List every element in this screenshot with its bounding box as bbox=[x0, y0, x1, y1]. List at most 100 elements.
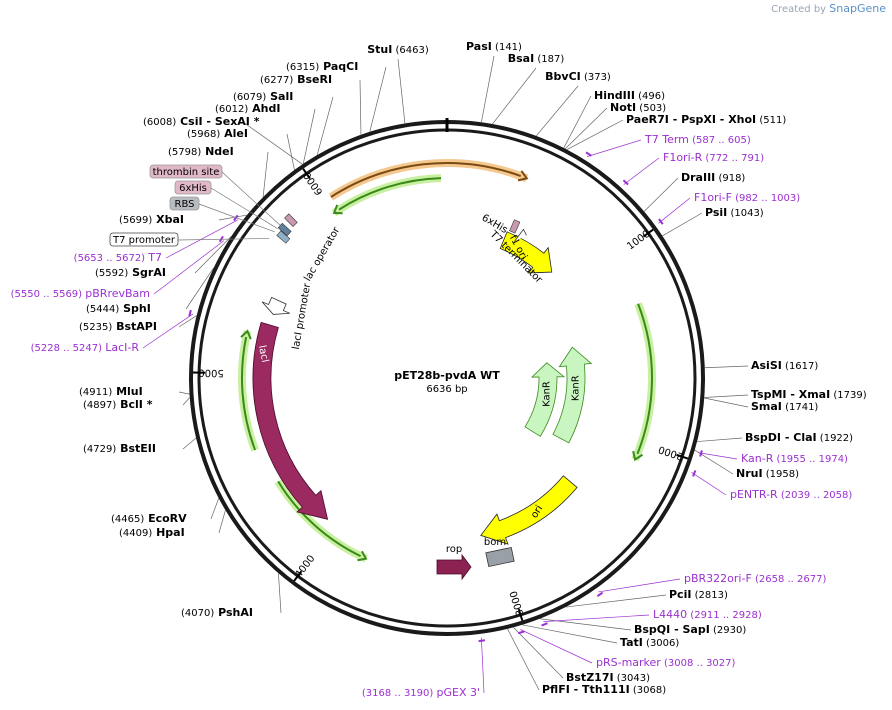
enzyme-site[interactable]: AsiSI (1617) bbox=[704, 359, 819, 372]
enzyme-site[interactable]: DraIII (918) bbox=[643, 171, 745, 212]
enzyme-site[interactable]: (5235) BstAPI bbox=[79, 315, 197, 333]
primer-marker bbox=[541, 622, 548, 627]
enzyme-site[interactable]: (5444) SphI bbox=[86, 267, 215, 315]
primer-label: F1ori-F (982 .. 1003) bbox=[694, 191, 800, 204]
feature-tag[interactable]: thrombin site bbox=[149, 164, 281, 226]
primer-site[interactable]: Kan-R (1955 .. 1974) bbox=[698, 450, 848, 465]
enzyme-site[interactable]: StuI (6463) bbox=[367, 43, 429, 124]
kanR-inner-label: KanR bbox=[542, 381, 553, 407]
primer-label: pBR322ori-F (2658 .. 2677) bbox=[684, 572, 826, 585]
primer-site[interactable]: pBR322ori-F (2658 .. 2677) bbox=[596, 572, 826, 598]
enzyme-site[interactable]: (6079) SalI bbox=[233, 90, 334, 156]
enzyme-site[interactable]: HindIII (496) bbox=[563, 89, 665, 149]
bom-feature[interactable] bbox=[485, 546, 515, 568]
enzyme-label: (5235) BstAPI bbox=[79, 320, 157, 333]
enzyme-leader-line bbox=[194, 235, 232, 274]
enzyme-leader-line bbox=[539, 618, 632, 631]
enzyme-label: StuI (6463) bbox=[367, 43, 429, 56]
primer-site[interactable]: F1ori-R (772 .. 791) bbox=[622, 151, 764, 186]
enzyme-site[interactable]: (4409) HpaI bbox=[119, 510, 226, 539]
enzyme-site[interactable]: (5968) AleI bbox=[187, 127, 295, 170]
enzyme-leader-line bbox=[662, 212, 703, 237]
feature-tag[interactable]: T7 promoter bbox=[109, 232, 270, 247]
kanR-inner-feature[interactable] bbox=[524, 362, 566, 437]
enzyme-label: (6277) BseRI bbox=[260, 73, 332, 86]
rop-feature[interactable] bbox=[436, 553, 472, 581]
enzyme-leader-line bbox=[182, 397, 190, 406]
enzyme-label: (6008) CsiI - SexAI * bbox=[143, 115, 260, 128]
lac-operator-box[interactable] bbox=[276, 230, 291, 244]
enzyme-site[interactable]: TspMI - XmaI (1739) bbox=[704, 388, 867, 401]
enzyme-site[interactable]: (5798) NdeI bbox=[168, 145, 269, 198]
enzyme-site[interactable]: PsiI (1043) bbox=[662, 206, 764, 237]
t7-promoter-box[interactable] bbox=[277, 222, 292, 237]
f1-ori-feature[interactable] bbox=[499, 231, 553, 274]
primer-site[interactable]: F1ori-F (982 .. 1003) bbox=[658, 191, 800, 225]
enzyme-site[interactable]: (4070) PshAI bbox=[181, 573, 282, 619]
primer-leader-line bbox=[165, 219, 239, 259]
primer-site[interactable]: (5228 .. 5247) LacI-R bbox=[31, 309, 194, 354]
enzyme-site[interactable]: PasI (141) bbox=[466, 40, 522, 123]
enzyme-site[interactable]: (4465) EcoRV bbox=[111, 498, 220, 525]
primer-site[interactable]: (5653 .. 5672) T7 bbox=[74, 214, 239, 264]
enzyme-site[interactable]: BbvCI (373) bbox=[535, 70, 611, 137]
orf-left-outer bbox=[277, 480, 362, 558]
rbs-box[interactable] bbox=[284, 213, 298, 227]
enzyme-site[interactable]: (4729) BstEII bbox=[83, 437, 197, 455]
primer-marker bbox=[622, 179, 629, 186]
ori-feature[interactable] bbox=[480, 475, 578, 545]
primer-site[interactable]: pRS-marker (3008 .. 3027) bbox=[517, 629, 736, 669]
enzyme-label: (5798) NdeI bbox=[168, 145, 234, 158]
enzyme-site[interactable]: PaeR7I - PspXI - XhoI (511) bbox=[566, 113, 786, 150]
feature-tag[interactable]: 6xHis bbox=[174, 180, 278, 229]
primer-leader-line bbox=[623, 157, 660, 185]
enzyme-leader-line bbox=[566, 119, 624, 150]
enzyme-site[interactable]: (6008) CsiI - SexAI * bbox=[143, 115, 303, 165]
his-tag-box[interactable] bbox=[509, 219, 521, 234]
enzyme-site[interactable]: BspQI - SapI (2930) bbox=[539, 618, 747, 636]
primer-site[interactable]: (3168 .. 3190) pGEX 3' bbox=[362, 637, 486, 699]
kanR-outer-label: KanR bbox=[571, 375, 582, 401]
enzyme-site[interactable]: (6277) BseRI bbox=[260, 73, 362, 135]
enzyme-leader-line bbox=[697, 437, 743, 442]
lacI-feature[interactable] bbox=[252, 321, 329, 520]
t7-terminator-glyph[interactable] bbox=[514, 228, 527, 242]
enzyme-label: (6012) AhdI bbox=[215, 102, 280, 115]
enzyme-site[interactable]: BspDI - ClaI (1922) bbox=[697, 431, 853, 444]
orf-left-outer-head bbox=[357, 550, 368, 562]
primer-site[interactable]: L4440 (2911 .. 2928) bbox=[541, 608, 762, 627]
enzyme-label: BstZ17I (3043) bbox=[566, 671, 650, 684]
primer-label: F1ori-R (772 .. 791) bbox=[663, 151, 764, 164]
enzyme-site[interactable]: NotI (503) bbox=[565, 101, 666, 149]
enzyme-site[interactable]: SmaI (1741) bbox=[704, 397, 818, 413]
enzyme-site[interactable]: (5699) XbaI bbox=[119, 213, 248, 226]
enzyme-site[interactable]: BstZ17I (3043) bbox=[513, 627, 650, 684]
enzyme-site[interactable]: BsaI (187) bbox=[492, 52, 564, 125]
lacI-label: lacI bbox=[256, 344, 270, 363]
enzyme-site[interactable]: (6315) PaqCI bbox=[286, 60, 387, 132]
lacI-promoter-feature[interactable] bbox=[261, 296, 290, 315]
enzyme-leader-line bbox=[369, 66, 387, 132]
feature-tag-box bbox=[149, 164, 223, 179]
enzyme-site[interactable]: (4897) BclI * bbox=[83, 397, 190, 411]
enzyme-label: (6079) SalI bbox=[233, 90, 293, 103]
enzyme-site[interactable]: PciI (2813) bbox=[565, 588, 728, 608]
orf-top-outer bbox=[330, 162, 522, 198]
enzyme-site[interactable]: TatI (3006) bbox=[522, 624, 679, 649]
orf-top-inner bbox=[338, 177, 442, 211]
primer-site[interactable]: T7 Term (587 .. 605) bbox=[585, 133, 751, 157]
enzyme-leader-line bbox=[513, 627, 564, 679]
enzyme-site[interactable]: (5592) SgrAI bbox=[95, 235, 232, 279]
primer-leader-line bbox=[481, 637, 485, 694]
orf-left-top-head bbox=[240, 329, 252, 340]
primer-site[interactable]: pENTR-R (2039 .. 2058) bbox=[691, 470, 852, 501]
enzyme-site[interactable]: (4911) MluI bbox=[79, 385, 190, 398]
enzyme-site[interactable]: PflFI - Tth111I (3068) bbox=[507, 628, 667, 696]
kanR-outer-feature[interactable] bbox=[552, 346, 593, 444]
enzyme-site[interactable]: (6012) AhdI bbox=[215, 102, 316, 164]
feature-tag[interactable]: RBS bbox=[169, 196, 275, 233]
primer-label: T7 Term (587 .. 605) bbox=[644, 133, 751, 146]
enzyme-leader-line bbox=[218, 214, 248, 221]
enzyme-leader-line bbox=[262, 151, 269, 198]
